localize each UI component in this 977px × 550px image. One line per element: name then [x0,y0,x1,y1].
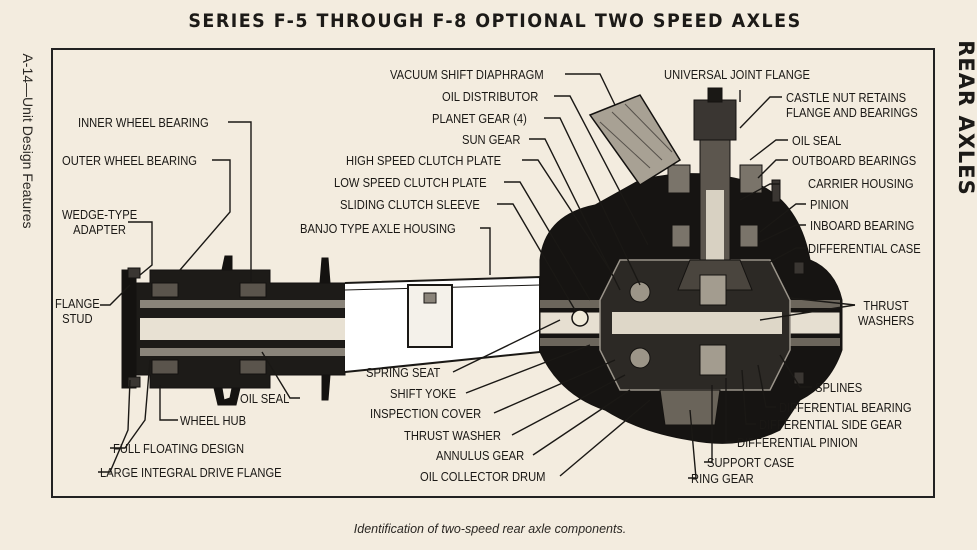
label-oil-distributor: OIL DISTRIBUTOR [442,89,539,104]
label-banjo-type-axle-housing: BANJO TYPE AXLE HOUSING [300,221,456,236]
label-inner-wheel-bearing: INNER WHEEL BEARING [78,115,209,130]
label-outboard-bearings: OUTBOARD BEARINGS [792,153,917,168]
label-flange-stud: FLANGE STUD [55,296,100,326]
label-differential-pinion: DIFFERENTIAL PINION [737,435,858,450]
label-thrust-washers: THRUST WASHERS [858,298,915,328]
label-sliding-clutch-sleeve: SLIDING CLUTCH SLEEVE [340,197,480,212]
label-spring-seat: SPRING SEAT [366,365,441,380]
label-ring-gear: RING GEAR [691,471,754,486]
label-low-speed-clutch-plate: LOW SPEED CLUTCH PLATE [334,175,487,190]
label-differential-side-gear: DIFFERENTIAL SIDE GEAR [759,417,903,432]
label-wedge-type-adapter: WEDGE-TYPE ADAPTER [62,207,138,237]
label-annulus-gear: ANNULUS GEAR [436,448,525,463]
label-thrust-washer: THRUST WASHER [404,428,501,443]
label-castle-nut: CASTLE NUT RETAINS FLANGE AND BEARINGS [786,90,918,120]
label-planet-gear: PLANET GEAR (4) [432,111,527,126]
page-title: SERIES F-5 THROUGH F-8 OPTIONAL TWO SPEE… [188,10,802,32]
label-outer-wheel-bearing: OUTER WHEEL BEARING [62,153,198,168]
label-full-floating-design: FULL FLOATING DESIGN [113,441,245,456]
label-shift-yoke: SHIFT YOKE [390,386,457,401]
label-wheel-hub: WHEEL HUB [180,413,247,428]
label-high-speed-clutch-plate: HIGH SPEED CLUTCH PLATE [346,153,502,168]
label-oil-seal-right: OIL SEAL [792,133,842,148]
label-inspection-cover: INSPECTION COVER [370,406,482,421]
label-pinion: PINION [810,197,849,212]
label-splines: SPLINES [815,380,863,395]
wheel-hub-drawing [121,255,346,406]
diagram-frame [51,48,935,498]
leader-lines [98,73,856,479]
label-sun-gear: SUN GEAR [462,132,521,147]
label-oil-seal-left: OIL SEAL [240,391,290,406]
carrier-housing-drawing [539,87,843,444]
label-inboard-bearing: INBOARD BEARING [810,218,915,233]
label-differential-case: DIFFERENTIAL CASE [808,241,921,256]
label-support-case: SUPPORT CASE [707,455,795,470]
label-carrier-housing: CARRIER HOUSING [808,176,914,191]
label-oil-collector-drum: OIL COLLECTOR DRUM [420,469,546,484]
label-universal-joint-flange: UNIVERSAL JOINT FLANGE [664,67,810,82]
axle-tube-drawing [344,275,541,373]
label-vacuum-shift-diaphragm: VACUUM SHIFT DIAPHRAGM [390,67,544,82]
label-large-integral-drive-flange: LARGE INTEGRAL DRIVE FLANGE [100,465,282,480]
figure-caption: Identification of two-speed rear axle co… [353,522,627,536]
label-differential-bearing: DIFFERENTIAL BEARING [779,400,912,415]
